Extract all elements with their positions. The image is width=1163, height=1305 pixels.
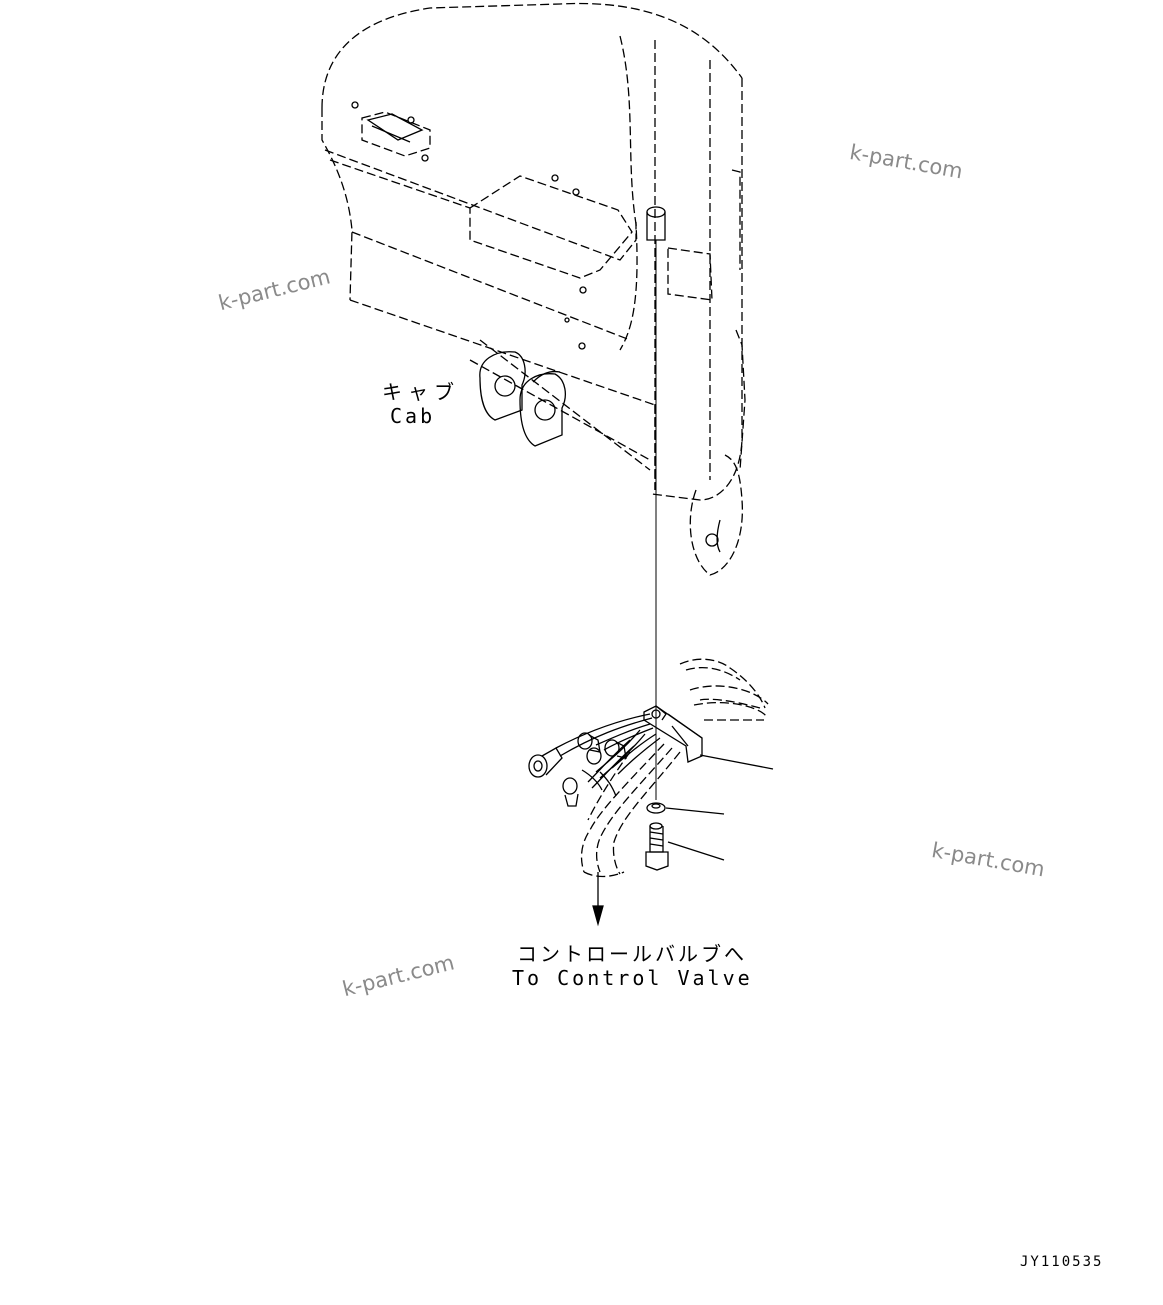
cab-body <box>321 2 743 501</box>
hose-clamp <box>643 705 774 770</box>
hose-bundle <box>580 658 769 878</box>
cab-label-en: Cab <box>390 404 436 428</box>
hoses-with-fittings <box>528 713 661 807</box>
control-valve-label-en: To Control Valve <box>512 966 753 990</box>
control-valve-arrow <box>592 872 604 927</box>
cab-pillar <box>654 40 746 576</box>
cab-panels <box>351 101 587 350</box>
fitting-1 <box>528 747 563 778</box>
fitting-5 <box>562 777 579 807</box>
cab-label-jp: キャブ <box>382 380 460 404</box>
washer <box>646 802 725 815</box>
pillar-boss <box>646 206 721 553</box>
bolt <box>645 822 725 871</box>
fitting-4 <box>586 747 602 765</box>
cab-hinge-brackets <box>479 351 566 447</box>
control-valve-label-jp: コントロールバルブへ <box>517 942 747 966</box>
fitting-2 <box>577 732 601 753</box>
drawing-code: JY110535 <box>1020 1254 1104 1270</box>
fitting-3 <box>604 739 627 759</box>
